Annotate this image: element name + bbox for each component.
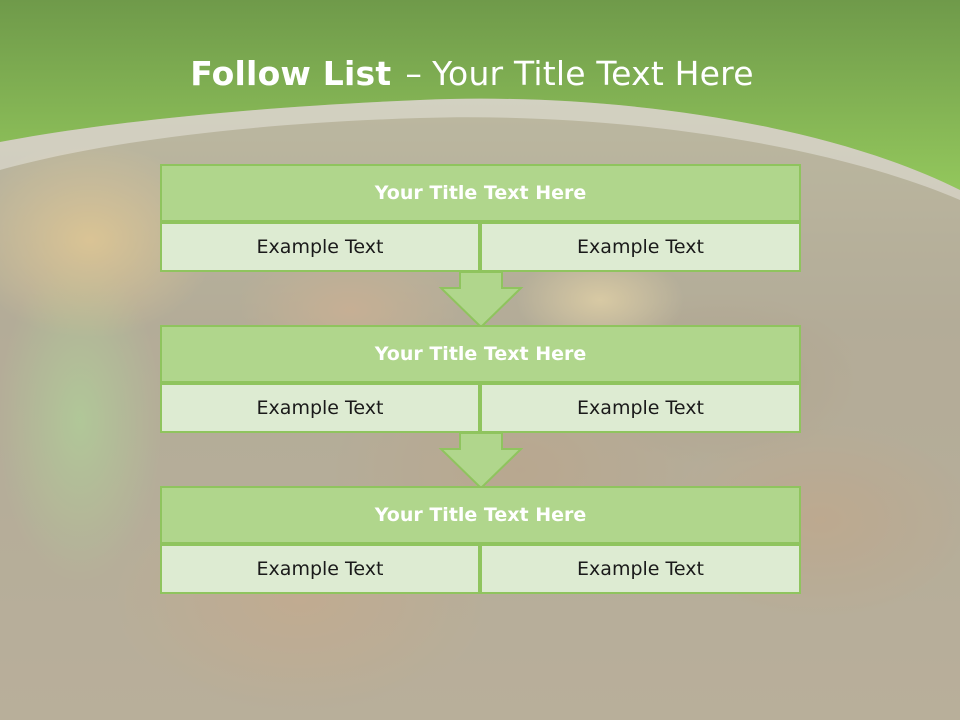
header-banner — [0, 0, 960, 200]
step-cell-right: Example Text — [480, 222, 801, 272]
slide-title-bold: Follow List — [190, 54, 392, 93]
down-arrow-icon — [438, 433, 524, 489]
step-cell-right: Example Text — [480, 383, 801, 433]
down-arrow-icon — [438, 272, 524, 328]
slide-title-separator: – — [405, 54, 423, 93]
step-cell-left: Example Text — [160, 544, 480, 594]
step-title: Your Title Text Here — [160, 325, 801, 383]
step-cell-left: Example Text — [160, 222, 480, 272]
slide-title-rest: Your Title Text Here — [432, 54, 754, 93]
slide-title: Follow List–Your Title Text Here — [0, 54, 944, 93]
step-title: Your Title Text Here — [160, 164, 801, 222]
step-cell-right: Example Text — [480, 544, 801, 594]
step-title: Your Title Text Here — [160, 486, 801, 544]
step-cell-left: Example Text — [160, 383, 480, 433]
